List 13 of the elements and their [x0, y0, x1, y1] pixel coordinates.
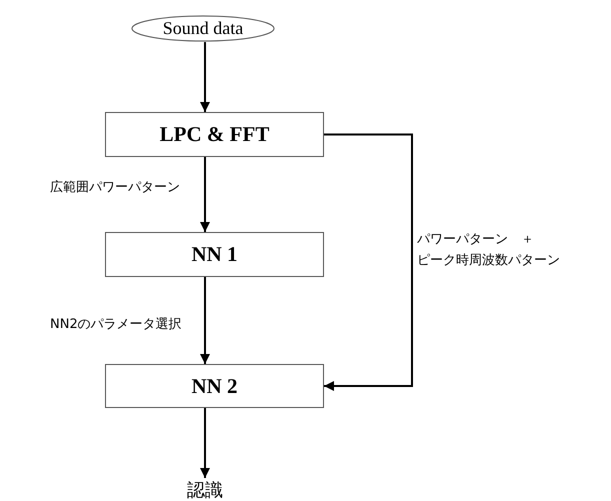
terminal-ellipse: Sound data — [131, 15, 275, 42]
arrow — [200, 157, 210, 232]
arrow — [200, 42, 210, 112]
edge-label: NN2のパラメータ選択 — [50, 316, 183, 334]
arrow — [324, 134, 413, 391]
arrow — [200, 408, 210, 478]
process-box: LPC & FFT — [105, 112, 324, 157]
edge-label: 広範囲パワーパターン — [50, 179, 181, 197]
process-box: NN 2 — [105, 364, 324, 408]
process-box: NN 1 — [105, 232, 324, 277]
edge-label: パワーパターン ＋ピーク時周波数パターン — [417, 231, 560, 270]
arrow — [200, 277, 210, 364]
output-text: 認識 — [175, 478, 235, 501]
